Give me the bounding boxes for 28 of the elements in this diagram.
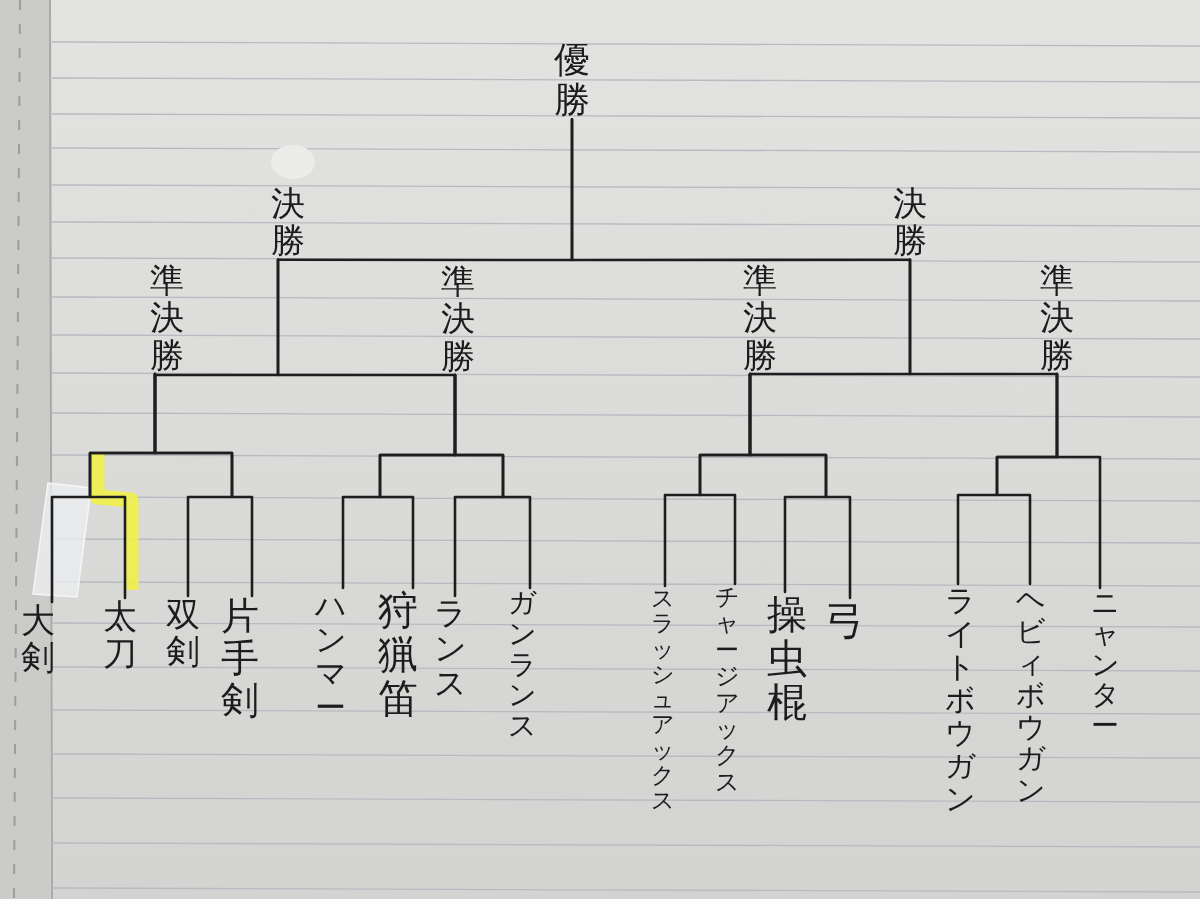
round-label: 決勝 [271,185,305,260]
entrant-name: チャージアックス [715,584,739,796]
entrant-name: ニャンター [1091,588,1119,742]
bracket-line [570,117,912,262]
entrant-name: 双剣 [166,596,200,671]
bracket-line [748,372,852,600]
entrant-name: 太刀 [103,598,137,673]
bracket-line [276,258,457,377]
bracket-line [453,373,532,590]
entrant-name: 狩猟笛 [378,588,418,720]
round-label: 決勝 [893,185,927,260]
round-label: 優勝 [554,40,590,120]
round-label: 準決勝 [1040,262,1074,375]
round-label: 準決勝 [441,263,475,376]
round-label: 準決勝 [743,262,777,375]
entrant-name: 片手剣 [221,596,259,722]
entrant-name: スラッシュアックス [650,586,674,814]
entrant-name: ランス [434,596,466,702]
round-label: 準決勝 [150,262,184,375]
entrant-name: ハンマー [314,588,346,725]
entrant-name: 操虫棍 [767,592,807,724]
bracket-line [908,258,1059,376]
entrant-name: 弓 [825,598,865,642]
entrant-name: ライトボウガン [945,584,975,815]
bracket-line [1055,372,1102,590]
entrant-name: ヘビィボウガン [1015,584,1045,808]
bracket-line [153,372,254,598]
entrant-name: ガンランス [508,588,536,742]
